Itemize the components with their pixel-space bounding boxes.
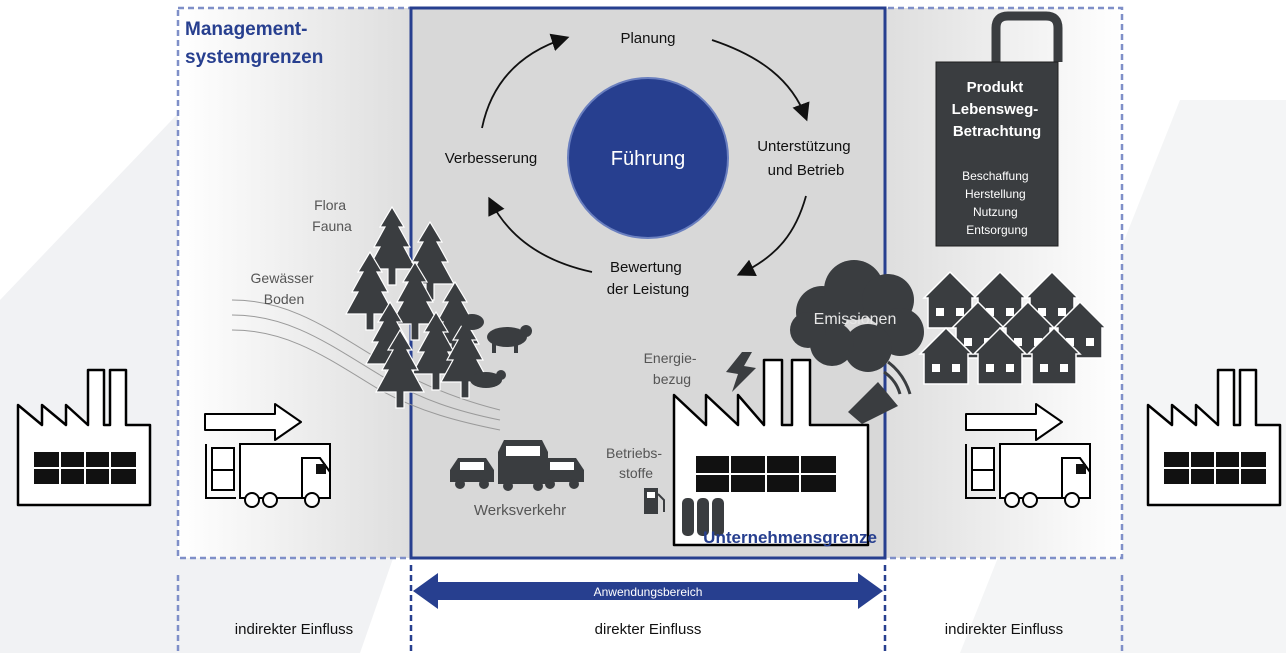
company-boundary-label: Unternehmensgrenze bbox=[703, 528, 877, 547]
lightning-icon bbox=[726, 352, 756, 392]
management-boundary-label: Management- systemgrenzen bbox=[185, 19, 323, 68]
right-truck bbox=[965, 443, 1091, 508]
right-external-factory bbox=[1146, 368, 1282, 507]
vehicles bbox=[450, 440, 584, 491]
svg-text:Produkt Lebensweg-: Produkt Lebensweg- Betrachtung bbox=[952, 79, 1043, 140]
noise-speaker-icon bbox=[848, 360, 912, 424]
pdca-cycle: Führung Planung Unterstützung und Betrie… bbox=[445, 30, 855, 298]
support-operation-label: Unterstützung und Betrieb bbox=[757, 138, 855, 179]
svg-text:Beschaffung Herstellung: Beschaffung Herstellung Nutzung Entsorgu… bbox=[962, 169, 1032, 237]
plan-label: Planung bbox=[620, 30, 675, 47]
evaluation-label: Bewertung der Leistung bbox=[607, 259, 690, 298]
scope-label: Anwendungsbereich bbox=[594, 585, 703, 599]
left-truck bbox=[205, 443, 331, 508]
improvement-label: Verbesserung bbox=[445, 150, 538, 167]
supplies-label: Betriebs- stoffe bbox=[606, 445, 666, 481]
left-external-factory bbox=[16, 368, 152, 507]
leadership-label: Führung bbox=[611, 148, 686, 170]
direct-influence: direkter Einfluss bbox=[595, 621, 702, 638]
emissions-cloud bbox=[790, 260, 924, 372]
indirect-influence-left: indirekter Einfluss bbox=[235, 621, 353, 638]
indirect-influence-right: indirekter Einfluss bbox=[945, 621, 1063, 638]
leadership-circle bbox=[567, 77, 729, 239]
product-lifecycle-bag: Produkt Lebensweg- Betrachtung Beschaffu… bbox=[935, 11, 1063, 247]
animals bbox=[460, 314, 532, 388]
fuel-pump-icon bbox=[644, 488, 665, 514]
emissions-label: Emissionen bbox=[814, 311, 897, 328]
factory-traffic-label: Werksverkehr bbox=[474, 502, 566, 519]
flora-fauna-label: Flora Fauna bbox=[312, 197, 352, 234]
energy-label: Energie- bezug bbox=[644, 350, 701, 387]
company-factory bbox=[672, 358, 870, 547]
water-soil-label: Gewässer Boden bbox=[251, 270, 318, 307]
scope-arrow: Anwendungsbereich bbox=[413, 573, 883, 609]
